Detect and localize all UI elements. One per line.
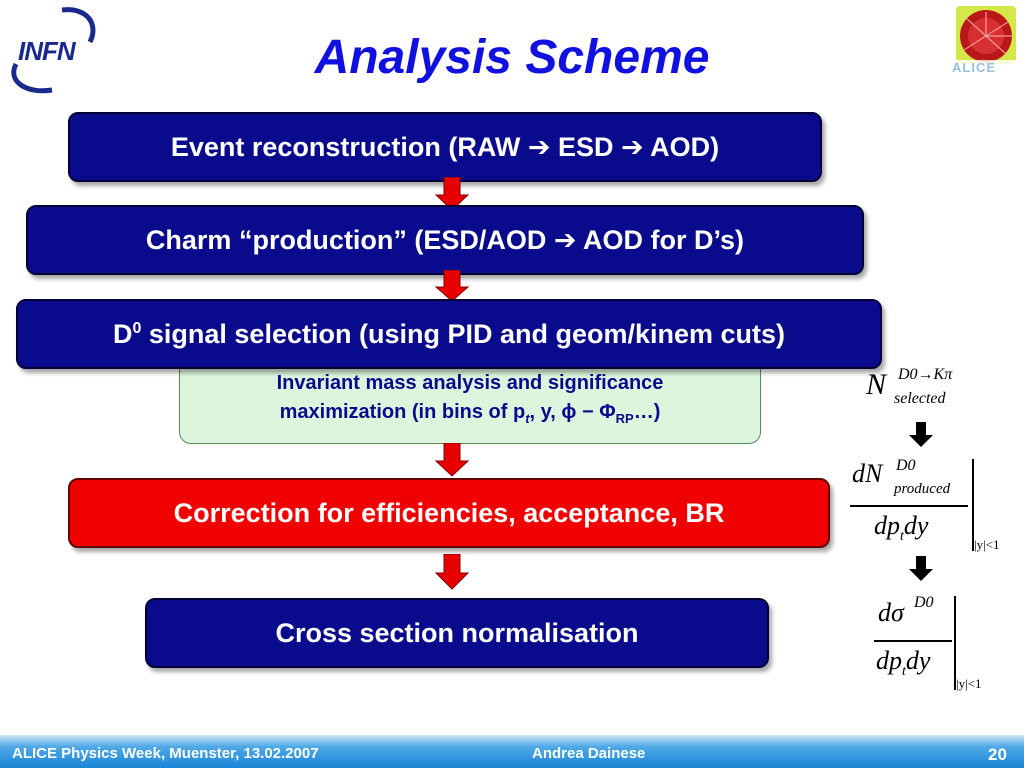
- slide-title: Analysis Scheme: [314, 31, 710, 84]
- footer-event: ALICE Physics Week, Muenster, 13.02.2007: [12, 745, 319, 762]
- step-efficiency-correction-text: Correction for efficiencies, acceptance,…: [173, 497, 725, 528]
- flow-arrow-1: [434, 177, 470, 211]
- step-event-reconstruction: Event reconstruction (RAW ➔ ESD ➔ AOD): [68, 112, 822, 182]
- footer-bar: [0, 735, 1024, 768]
- formula-dsigma-num: dσ: [878, 598, 904, 627]
- infn-logo-text: INFN: [18, 36, 76, 66]
- step-charm-production-text: Charm “production” (ESD/AOD ➔ AOD for D’…: [145, 224, 745, 255]
- formula-dn-den: dptdy: [874, 511, 929, 545]
- formula-arrow-2: [909, 556, 933, 581]
- step-event-reconstruction-text: Event reconstruction (RAW ➔ ESD ➔ AOD): [170, 131, 720, 162]
- footer-author: Andrea Dainese: [532, 745, 646, 762]
- flow-arrow-2: [434, 270, 470, 302]
- flow-arrow-4: [434, 554, 470, 590]
- formula-n-symbol: N: [866, 368, 887, 401]
- formula-dn-eval-bar: [972, 459, 974, 551]
- infn-logo-icon: [11, 7, 96, 94]
- formula-dsigma-sup: D0: [914, 594, 934, 611]
- step-cross-section-normalisation-text: Cross section normalisation: [275, 617, 639, 648]
- formula-n-selected: N D0→Kπ selected: [866, 366, 1006, 416]
- alice-logo-text: ALICE: [952, 60, 996, 75]
- alice-collision-icon: [950, 6, 1022, 74]
- step-invariant-mass-line1: Invariant mass analysis and significance: [276, 372, 664, 394]
- formula-n-sub: selected: [894, 390, 946, 407]
- formula-dn-sub: produced: [894, 481, 951, 497]
- formula-dsigma-fraction-bar: [874, 640, 952, 642]
- formula-dn-fraction-bar: [850, 505, 968, 507]
- alice-logo: ALICE: [946, 4, 1022, 76]
- formula-dsigma-eval-bar: [954, 596, 956, 690]
- step-charm-production: Charm “production” (ESD/AOD ➔ AOD for D’…: [26, 205, 864, 275]
- formula-dn-num: dN: [852, 459, 883, 488]
- step-cross-section-normalisation: Cross section normalisation: [145, 598, 769, 668]
- formula-dn-sup: D0: [896, 457, 916, 474]
- formula-n-sup: D0→Kπ: [898, 366, 953, 383]
- step-invariant-mass-line2: maximization (in bins of pt, y, ϕ − ΦRP……: [279, 401, 661, 426]
- footer-page-number: 20: [988, 745, 1007, 764]
- formula-dsigma-den: dptdy: [876, 646, 931, 680]
- formula-dsigma: dσ D0 dptdy |y|<1: [872, 592, 1022, 694]
- formula-dn-cond: |y|<1: [974, 537, 1000, 552]
- step-d0-signal-selection: D0 signal selection (using PID and geom/…: [16, 299, 882, 369]
- flow-arrow-3: [434, 443, 470, 477]
- formula-dsigma-cond: |y|<1: [956, 676, 982, 691]
- step-efficiency-correction: Correction for efficiencies, acceptance,…: [68, 478, 830, 548]
- infn-logo: INFN: [2, 2, 102, 97]
- step-d0-signal-selection-text: D0 signal selection (using PID and geom/…: [112, 318, 786, 349]
- formula-dn-produced: dN D0 produced dptdy |y|<1: [846, 455, 1016, 555]
- formula-arrow-1: [909, 422, 933, 447]
